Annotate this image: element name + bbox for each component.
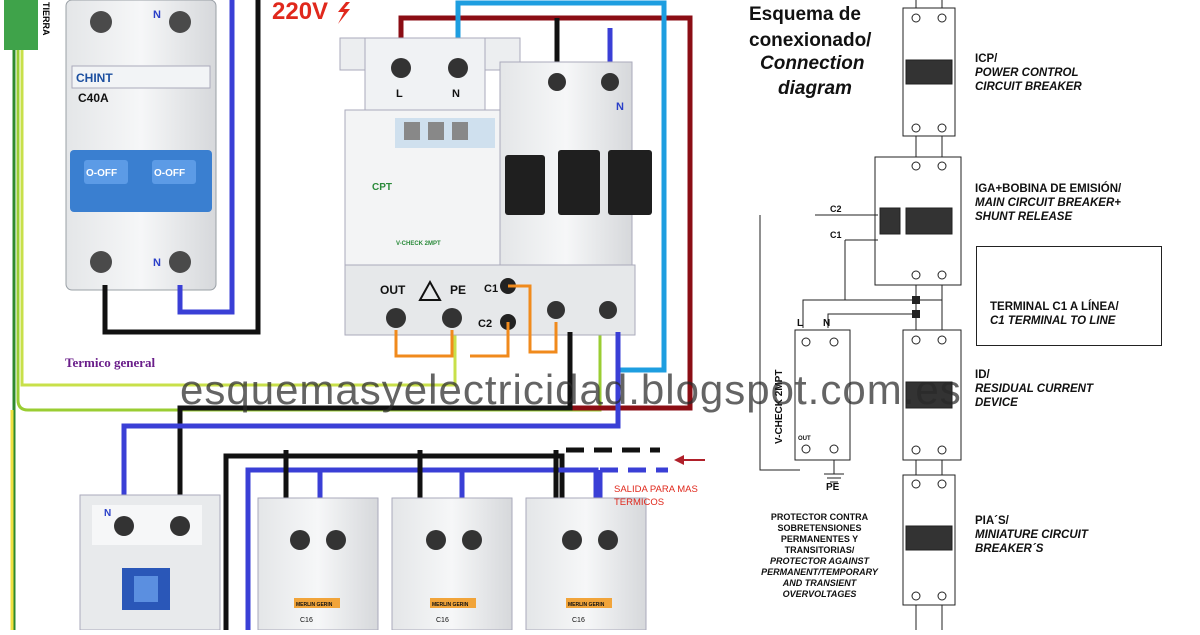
title-es-2: conexionado/ [749, 30, 872, 51]
out-label: OUT [380, 283, 406, 297]
earth-wires [10, 0, 602, 630]
mcb-brand-2: MERLIN GERIN [432, 602, 469, 608]
n-label-bottom: N [153, 257, 161, 269]
title-es-1: Esquema de [749, 4, 861, 25]
warning-box [976, 246, 1162, 346]
mcb-rating-3: C16 [572, 617, 585, 624]
sch-l-label: L [797, 318, 803, 329]
salida-label: SALIDA PARA MAS TERMICOS [614, 484, 698, 508]
sch-pe-label: PE [826, 482, 840, 493]
breaker-brand: CHINT [76, 71, 113, 85]
n-label-top: N [153, 9, 161, 21]
lightning-icon [338, 2, 350, 24]
tierra-label: TIERRA [41, 2, 51, 36]
spd-l-label: L [396, 88, 403, 100]
mcb-group [257, 497, 647, 631]
off-label-1: O-OFF [86, 168, 117, 179]
sch-n-label: N [823, 318, 830, 329]
pe-label: PE [450, 283, 466, 297]
title-en-1: Connection [760, 53, 865, 74]
spd-model: V-CHECK 2MPT [396, 241, 441, 247]
earth-terminal-block [4, 0, 38, 50]
mcb-rating-1: C16 [300, 617, 313, 624]
spd-device [339, 37, 652, 336]
spd-n-label-right: N [616, 101, 624, 113]
spd-n-label: N [452, 88, 460, 100]
iga-label: IGA+BOBINA DE EMISIÓN/ MAIN CIRCUIT BREA… [975, 183, 1122, 223]
pia-label: PIA´S/ MINIATURE CIRCUIT BREAKER´S [975, 515, 1088, 555]
sch-c2-label: C2 [830, 204, 842, 214]
spd-brand: CPT [372, 182, 392, 193]
schematic [759, 0, 962, 630]
breaker-rating: C40A [78, 91, 109, 105]
c1-label: C1 [484, 283, 498, 295]
rcd-n-label: N [104, 508, 111, 519]
main-breaker-wires [102, 0, 261, 335]
voltage-label: 220V [272, 0, 329, 25]
mcb-brand-1: MERLIN GERIN [296, 602, 333, 608]
main-breaker [65, 0, 217, 291]
mcb-brand-3: MERLIN GERIN [568, 602, 605, 608]
sch-out-label: OUT [798, 436, 811, 442]
watermark: esquemasyelectricidad.blogspot.com.es [180, 366, 962, 413]
warning-text: TERMINAL C1 A LÍNEA/ C1 TERMINAL TO LINE [990, 301, 1119, 327]
title-en-2: diagram [778, 78, 852, 99]
rcd-device [79, 494, 221, 631]
termico-general-label: Termico general [65, 355, 156, 370]
mcb-rating-2: C16 [436, 617, 449, 624]
sch-spd-vertical: V-CHECK 2MPT [774, 370, 785, 444]
sch-c1-label: C1 [830, 230, 842, 240]
protector-description: PROTECTOR CONTRA SOBRETENSIONES PERMANEN… [761, 512, 878, 599]
orange-wires [394, 284, 558, 358]
c2-label: C2 [478, 318, 492, 330]
icp-label: ICP/ POWER CONTROL CIRCUIT BREAKER [975, 53, 1082, 93]
id-label: ID/ RESIDUAL CURRENT DEVICE [975, 369, 1093, 409]
off-label-2: O-OFF [154, 168, 185, 179]
